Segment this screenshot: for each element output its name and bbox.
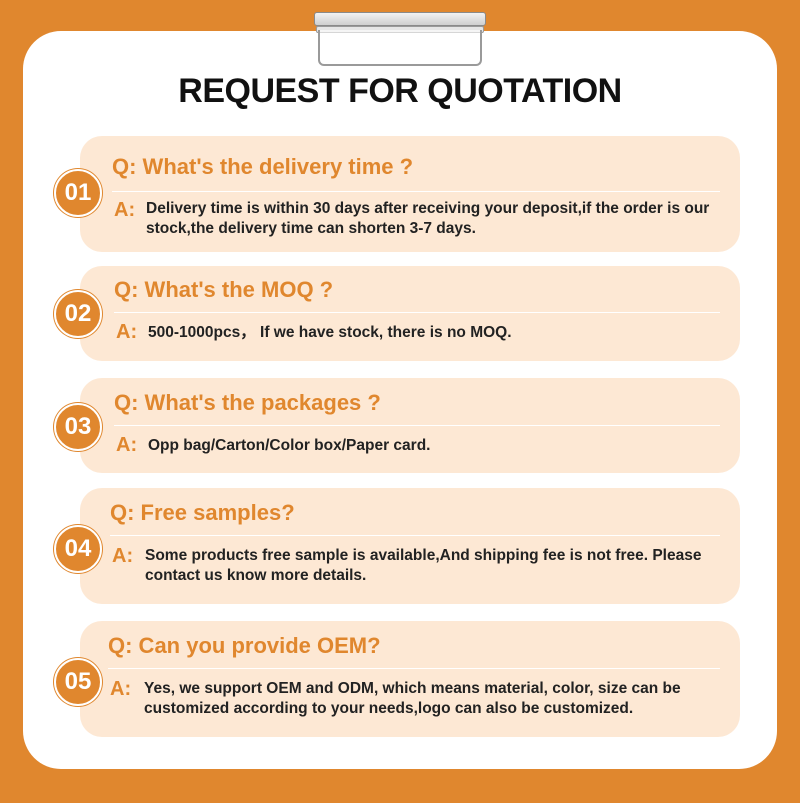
divider <box>110 535 720 536</box>
faq-card-5: Q: Can you provide OEM? A: Yes, we suppo… <box>80 621 740 737</box>
answer-label-4: A: <box>112 545 134 567</box>
question-2: Q: What's the MOQ ? <box>114 277 334 302</box>
faq-number-badge-5: 05 <box>54 658 102 706</box>
divider <box>114 425 720 426</box>
faq-number-badge-3: 03 <box>54 403 102 451</box>
answer-1: Delivery time is within 30 days after re… <box>146 200 710 237</box>
faq-card-3: Q: What's the packages ? A: Opp bag/Cart… <box>80 378 740 473</box>
question-4: Q: Free samples? <box>110 500 295 525</box>
answer-label-3: A: <box>116 434 138 456</box>
divider <box>114 312 720 313</box>
question-1: Q: What's the delivery time ? <box>112 154 414 179</box>
faq-number-badge-2: 02 <box>54 290 102 338</box>
question-3: Q: What's the packages ? <box>114 390 381 415</box>
answer-label-1: A: <box>114 199 136 221</box>
question-5: Q: Can you provide OEM? <box>108 633 381 658</box>
answer-label-2: A: <box>116 321 138 343</box>
answer-5: Yes, we support OEM and ODM, which means… <box>144 680 681 717</box>
faq-number-badge-4: 04 <box>54 525 102 573</box>
answer-3: Opp bag/Carton/Color box/Paper card. <box>148 437 431 454</box>
faq-card-1: Q: What's the delivery time ? A: Deliver… <box>80 136 740 252</box>
page-title: REQUEST FOR QUOTATION <box>178 72 622 110</box>
faq-number-badge-1: 01 <box>54 169 102 217</box>
clipboard-clip-icon <box>314 12 486 66</box>
answer-label-5: A: <box>110 678 132 700</box>
answer-2: 500-1000pcs， If we have stock, there is … <box>148 324 512 341</box>
faq-card-4: Q: Free samples? A: Some products free s… <box>80 488 740 604</box>
faq-card-2: Q: What's the MOQ ? A: 500-1000pcs， If w… <box>80 266 740 361</box>
answer-4: Some products free sample is available,A… <box>145 547 702 584</box>
divider <box>108 668 720 669</box>
divider <box>112 191 720 192</box>
